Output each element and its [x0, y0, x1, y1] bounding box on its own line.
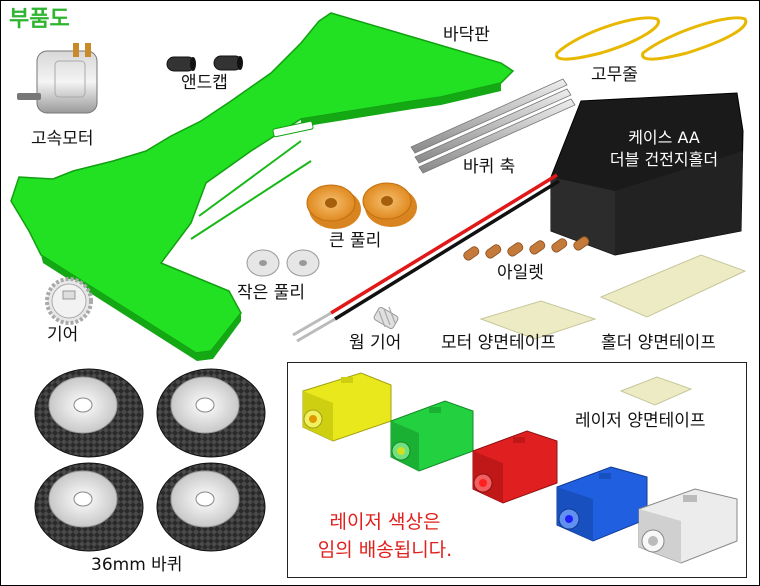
diagram-title: 부품도 [9, 7, 70, 32]
label-battery-case-line2: 더블 건전지홀더 [609, 149, 719, 169]
label-small-pulley: 작은 풀리 [237, 283, 305, 303]
tapes [479, 254, 747, 406]
wheels [34, 368, 266, 552]
worm-gear [373, 306, 399, 329]
laser-red [472, 430, 558, 504]
label-motor-tape: 모터 양면테이프 [441, 333, 556, 353]
motor [17, 43, 98, 114]
eyelets [463, 236, 590, 261]
base-plate [10, 12, 515, 361]
label-axle: 바퀴 축 [463, 157, 516, 177]
axles [410, 78, 576, 174]
laser-blue [556, 466, 648, 542]
wires [292, 173, 560, 343]
label-holder-tape: 홀더 양면테이프 [601, 333, 716, 353]
laser-white [638, 488, 738, 564]
laser-modules [302, 372, 738, 564]
laser-color-note-line1: 레이저 색상은 [329, 511, 441, 533]
label-laser-tape: 레이저 양면테이프 [575, 411, 706, 431]
laser-color-note: 레이저 색상은 임의 배송됩니다. [297, 509, 473, 564]
label-motor: 고속모터 [31, 129, 94, 149]
small-pulleys [246, 249, 320, 277]
label-base-plate: 바닥판 [443, 25, 490, 45]
label-battery-case-line1: 케이스 AA [628, 128, 700, 147]
big-pulleys [306, 182, 417, 229]
label-rubber-band: 고무줄 [591, 65, 638, 85]
label-gear: 기어 [47, 325, 79, 345]
label-big-pulley: 큰 풀리 [329, 231, 382, 251]
label-wheel: 36mm 바퀴 [91, 555, 183, 575]
rubber-bands [555, 16, 748, 61]
laser-yellow [302, 372, 392, 442]
battery-case [550, 92, 744, 256]
gear [45, 277, 93, 325]
laser-color-note-line2: 임의 배송됩니다. [317, 538, 453, 561]
label-worm-gear: 웜 기어 [349, 333, 402, 353]
label-eyelet: 아일렛 [497, 263, 544, 283]
laser-section-box [287, 362, 747, 578]
label-battery-case: 케이스 AA 더블 건전지홀더 [593, 127, 735, 170]
label-end-cap: 앤드캡 [181, 73, 228, 93]
end-caps [166, 55, 243, 72]
